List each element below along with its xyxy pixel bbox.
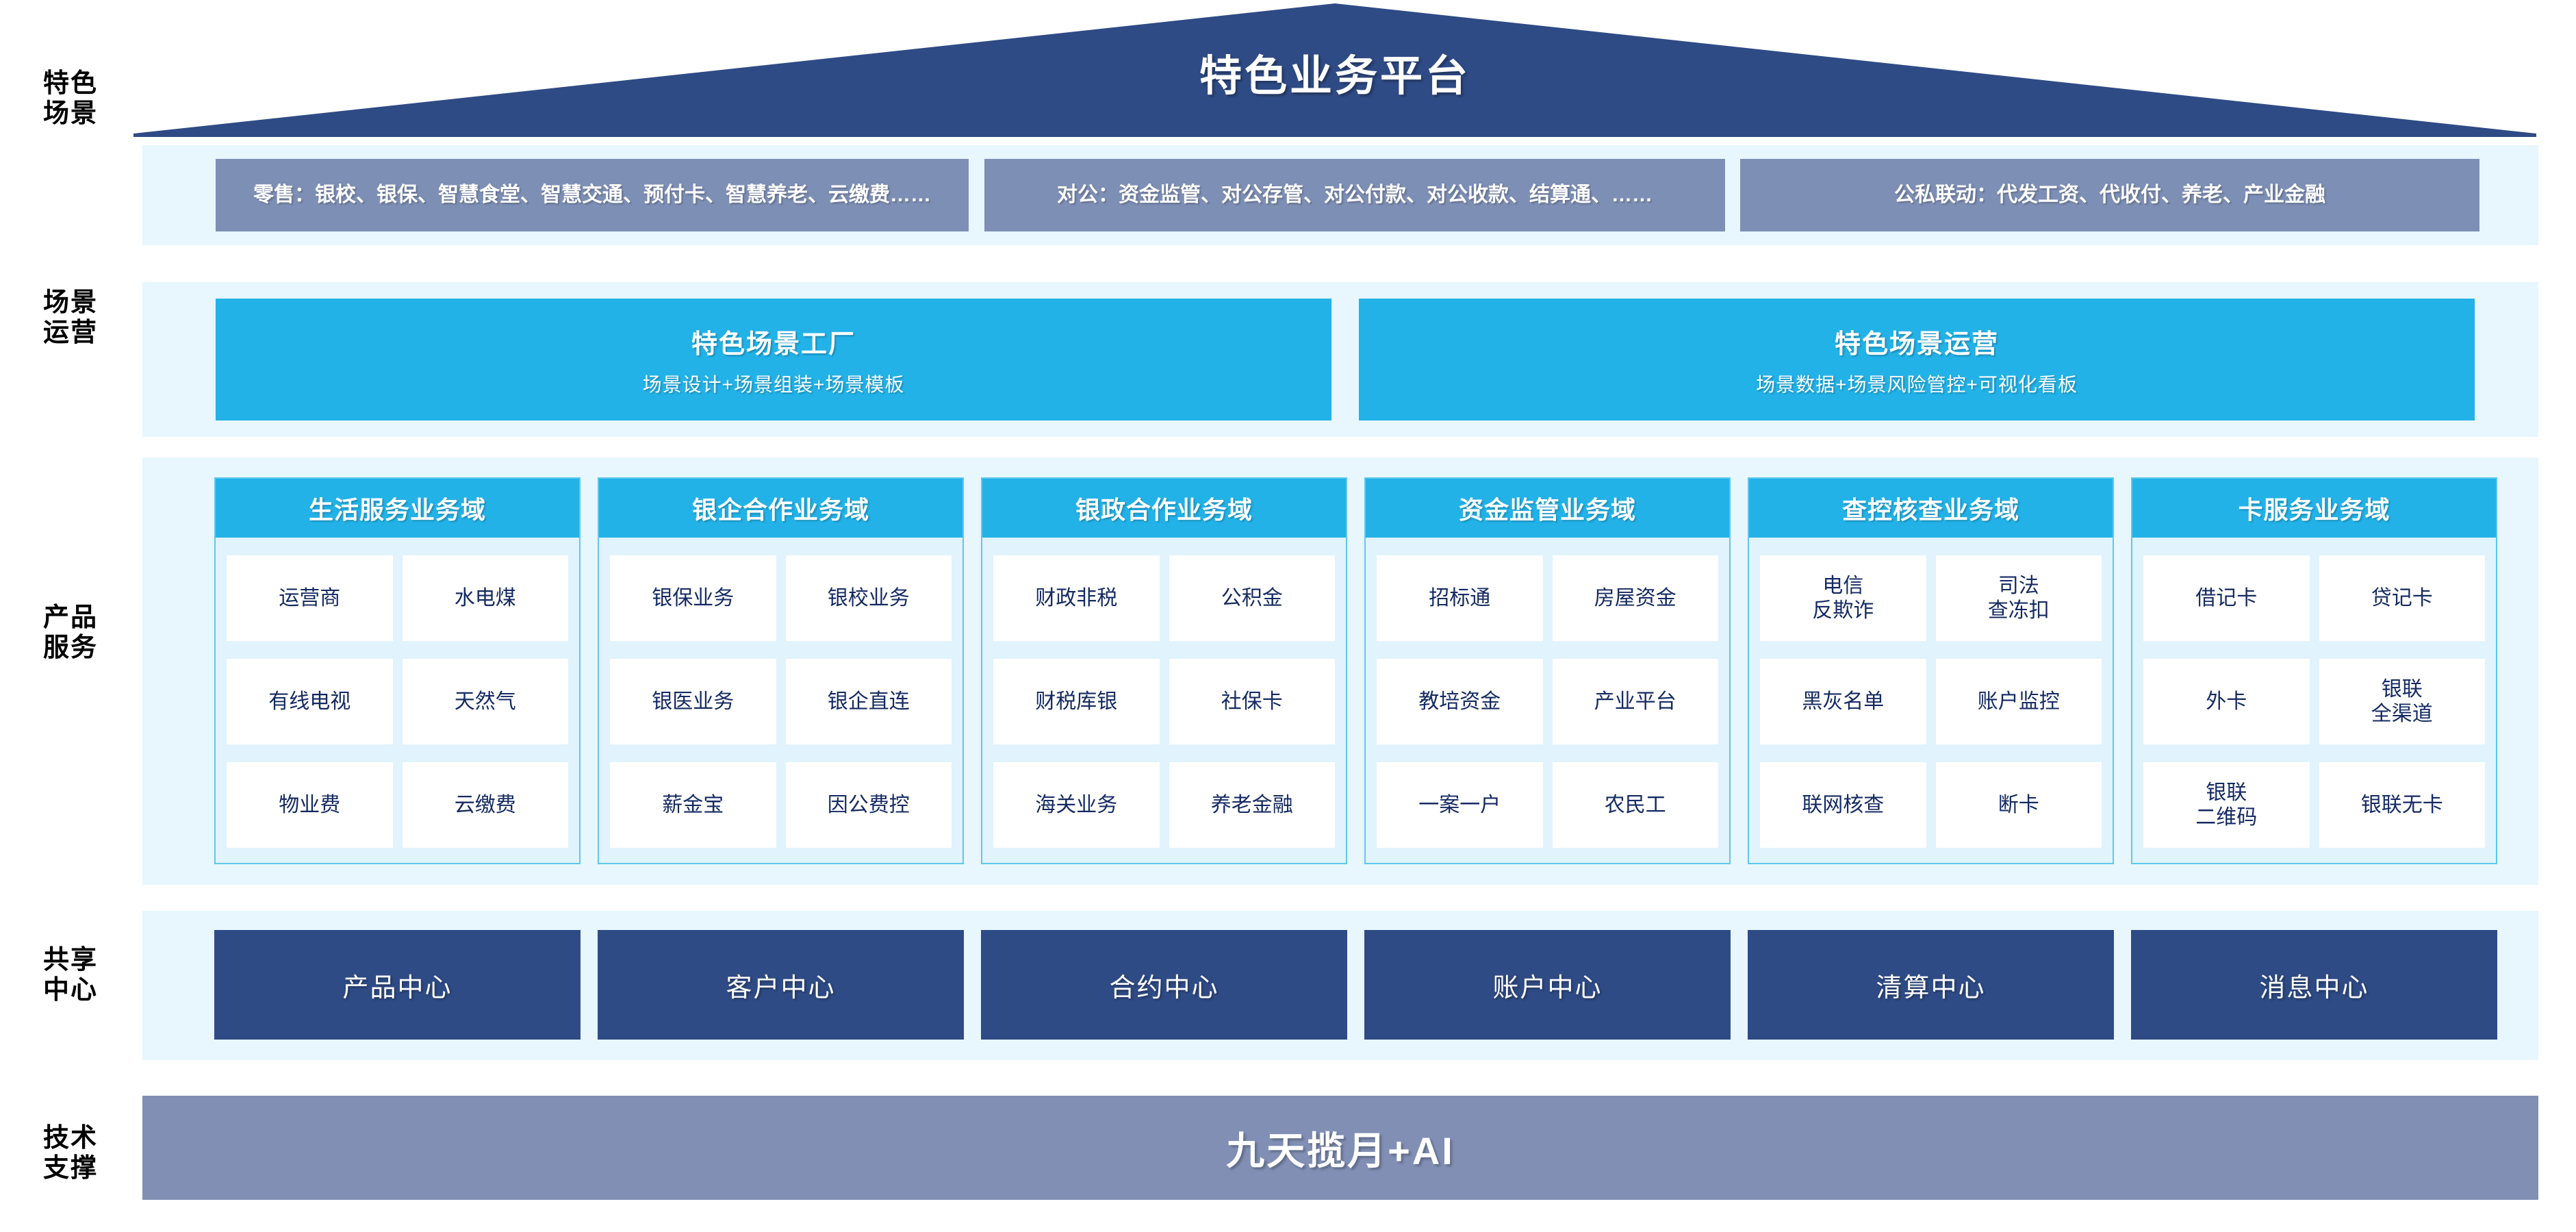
domain-column-life-service[interactable]: 生活服务业务域 运营商 水电煤 有线电视 天然气 物业费 云缴费 (214, 477, 581, 864)
domain-column-investigation-control[interactable]: 查控核查业务域 电信 反欺诈 司法 查冻扣 黑灰名单 账户监控 联网核查 断卡 (1748, 477, 2114, 864)
scene-box-corporate[interactable]: 对公：资金监管、对公存管、对公付款、对公收款、结算通、…… (984, 159, 1725, 231)
domain-item[interactable]: 外卡 (2143, 659, 2310, 744)
domain-item-grid: 银保业务 银校业务 银医业务 银企直连 薪金宝 因公费控 (599, 538, 962, 863)
row-label-scenes: 特色 场景 (42, 69, 98, 129)
center-box-product[interactable]: 产品中心 (214, 930, 581, 1040)
operation-subtitle: 场景设计+场景组装+场景模板 (642, 373, 905, 395)
domain-item[interactable]: 银医业务 (610, 659, 776, 744)
domain-item[interactable]: 黑灰名单 (1760, 659, 1926, 744)
domain-item[interactable]: 银保业务 (610, 555, 776, 641)
domain-item[interactable]: 养老金融 (1169, 762, 1335, 848)
domain-item[interactable]: 云缴费 (402, 762, 568, 848)
domain-item[interactable]: 电信 反欺诈 (1760, 555, 1926, 641)
domain-item[interactable]: 一案一户 (1377, 762, 1543, 848)
domain-item[interactable]: 有线电视 (227, 659, 393, 744)
domain-item[interactable]: 公积金 (1169, 555, 1335, 641)
center-box-message[interactable]: 消息中心 (2131, 930, 2497, 1040)
scene-box-retail[interactable]: 零售：银校、银保、智慧食堂、智慧交通、预付卡、智慧养老、云缴费…… (216, 159, 969, 231)
domain-title: 银政合作业务域 (982, 479, 1346, 538)
row-label-products: 产品 服务 (42, 603, 98, 663)
row-label-centers: 共享 中心 (42, 946, 98, 1005)
domain-item[interactable]: 农民工 (1552, 762, 1718, 848)
domain-item-grid: 财政非税 公积金 财税库银 社保卡 海关业务 养老金融 (982, 538, 1346, 863)
domain-title: 银企合作业务域 (599, 479, 962, 538)
domain-item[interactable]: 断卡 (1935, 762, 2102, 848)
domain-item[interactable]: 社保卡 (1169, 659, 1335, 744)
platform-roof: 特色业务平台 (133, 0, 2536, 137)
domain-item[interactable]: 产业平台 (1552, 659, 1718, 744)
domain-item-grid: 借记卡 贷记卡 外卡 银联 全渠道 银联 二维码 银联无卡 (2132, 538, 2496, 863)
domain-item[interactable]: 海关业务 (993, 762, 1160, 848)
domain-title: 查控核查业务域 (1749, 479, 2113, 538)
operation-bar-scene-factory[interactable]: 特色场景工厂 场景设计+场景组装+场景模板 (216, 299, 1331, 420)
tech-support-bar[interactable]: 九天揽月+AI (142, 1096, 2538, 1200)
domain-item-grid: 运营商 水电煤 有线电视 天然气 物业费 云缴费 (216, 538, 579, 863)
domain-item[interactable]: 银联无卡 (2319, 762, 2485, 848)
domain-item[interactable]: 银企直连 (785, 659, 952, 744)
roof-shape-icon (133, 3, 2536, 137)
domain-item[interactable]: 银联 全渠道 (2319, 659, 2485, 744)
domain-item[interactable]: 财政非税 (993, 555, 1160, 641)
domain-column-bank-enterprise[interactable]: 银企合作业务域 银保业务 银校业务 银医业务 银企直连 薪金宝 因公费控 (598, 477, 964, 864)
domain-item[interactable]: 贷记卡 (2319, 555, 2485, 641)
domain-item[interactable]: 联网核查 (1760, 762, 1926, 848)
domain-item[interactable]: 水电煤 (402, 555, 568, 641)
domain-item[interactable]: 财税库银 (993, 659, 1160, 744)
domain-item[interactable]: 账户监控 (1935, 659, 2102, 744)
page-title: 特色业务平台 (1199, 53, 1470, 100)
domain-item[interactable]: 教培资金 (1377, 659, 1543, 744)
row-label-tech: 技术 支撑 (42, 1124, 98, 1183)
center-box-customer[interactable]: 客户中心 (598, 930, 964, 1040)
domain-item-grid: 电信 反欺诈 司法 查冻扣 黑灰名单 账户监控 联网核查 断卡 (1749, 538, 2113, 863)
operation-title: 特色场景工厂 (691, 329, 856, 359)
domain-item-grid: 招标通 房屋资金 教培资金 产业平台 一案一户 农民工 (1366, 538, 1729, 863)
domain-title: 资金监管业务域 (1366, 479, 1729, 538)
center-box-account[interactable]: 账户中心 (1364, 930, 1731, 1040)
domain-item[interactable]: 因公费控 (785, 762, 952, 848)
scene-box-public-private[interactable]: 公私联动：代发工资、代收付、养老、产业金融 (1740, 159, 2479, 231)
domain-item[interactable]: 银联 二维码 (2143, 762, 2310, 848)
operation-subtitle: 场景数据+场景风险管控+可视化看板 (1756, 373, 2078, 395)
domain-column-bank-government[interactable]: 银政合作业务域 财政非税 公积金 财税库银 社保卡 海关业务 养老金融 (981, 477, 1347, 864)
domain-item[interactable]: 运营商 (227, 555, 393, 641)
operation-title: 特色场景运营 (1834, 329, 1999, 359)
domain-item[interactable]: 司法 查冻扣 (1935, 555, 2102, 641)
operation-bar-scene-operation[interactable]: 特色场景运营 场景数据+场景风险管控+可视化看板 (1359, 299, 2475, 420)
domain-item[interactable]: 薪金宝 (610, 762, 776, 848)
domain-column-card-service[interactable]: 卡服务业务域 借记卡 贷记卡 外卡 银联 全渠道 银联 二维码 银联无卡 (2131, 477, 2497, 864)
domain-item[interactable]: 招标通 (1377, 555, 1543, 641)
domain-title: 卡服务业务域 (2132, 479, 2496, 538)
domain-item[interactable]: 物业费 (227, 762, 393, 848)
center-box-clearing[interactable]: 清算中心 (1748, 930, 2114, 1040)
domain-item[interactable]: 银校业务 (785, 555, 952, 641)
domain-item[interactable]: 借记卡 (2143, 555, 2310, 641)
domain-column-fund-supervision[interactable]: 资金监管业务域 招标通 房屋资金 教培资金 产业平台 一案一户 农民工 (1364, 477, 1731, 864)
center-box-contract[interactable]: 合约中心 (981, 930, 1347, 1040)
domain-title: 生活服务业务域 (216, 479, 579, 538)
row-label-operation: 场景 运营 (42, 288, 98, 348)
domain-item[interactable]: 房屋资金 (1552, 555, 1718, 641)
domain-item[interactable]: 天然气 (402, 659, 568, 744)
